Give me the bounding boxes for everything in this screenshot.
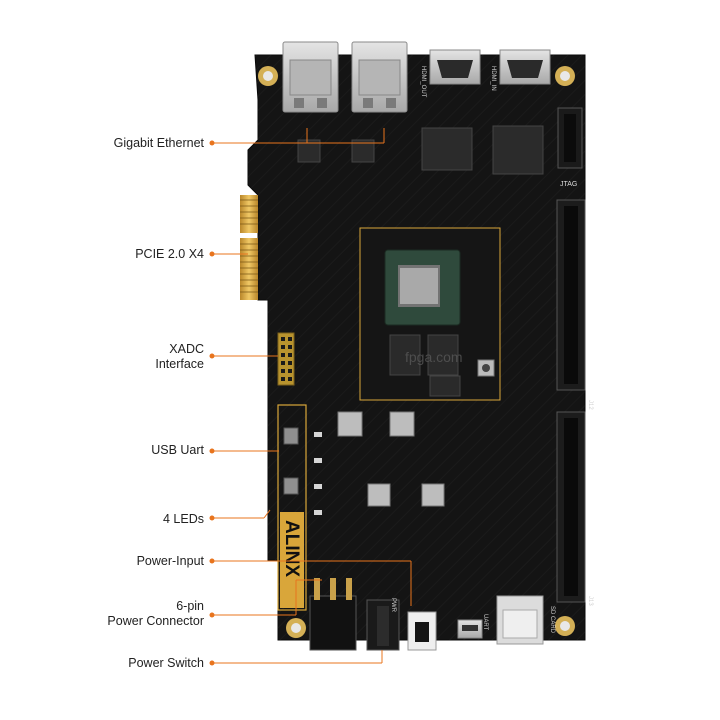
callout-power-input: Power-Input [137,554,204,569]
phy-ic-1 [297,139,321,163]
callout-gigabit-ethernet: Gigabit Ethernet [114,136,204,151]
hdmi-in-connector [499,49,551,85]
callout-text: USB Uart [151,443,204,457]
expansion-header-j12 [556,199,586,391]
ethernet-port-1 [282,41,339,113]
sd-card-slot [496,595,544,645]
callout-power-connector: 6-pin Power Connector [107,599,204,629]
callout-text: PCIE 2.0 X4 [135,247,204,261]
j12-label: J12 [587,400,593,410]
key-button-2 [283,477,299,495]
callout-xadc: XADC Interface [155,342,204,372]
callout-pcie: PCIE 2.0 X4 [135,247,204,262]
six-pin-power-connector [309,578,357,651]
expansion-header-j13 [556,411,586,603]
key-button-1 [283,427,299,445]
callout-text: Gigabit Ethernet [113,136,204,150]
callout-leader-lines [212,128,412,664]
callout-power-switch: Power Switch [128,656,204,671]
alinx-logo: ALINX [280,512,304,608]
watermark: fpga.com [405,349,463,365]
led-button-area [277,404,307,611]
callout-text: Power Connector [107,614,204,628]
callout-text: 4 LEDs [163,512,204,526]
callout-text: XADC [169,342,204,356]
callout-text: Power-Input [136,554,204,568]
hdmi-in-label: HDMI_IN [490,66,496,91]
uart-label: UART [482,614,488,631]
inductor-3 [367,483,391,507]
power-input-jack [407,611,437,651]
xadc-header [277,332,295,386]
alinx-logo-text: ALINX [281,520,302,577]
callout-text: Power Switch [128,656,204,670]
jtag-label: JTAG [560,181,577,188]
hdmi-ic-2 [492,125,544,175]
sd-card-label: SD CARD [549,606,555,634]
callout-text: Interface [155,357,204,371]
inductor-1 [337,411,363,437]
callout-usb-uart: USB Uart [151,443,204,458]
inductor-4 [421,483,445,507]
pcie-gold-fingers [240,195,258,300]
led-indicators [314,432,322,515]
power-switch [366,599,400,651]
phy-ic-2 [351,139,375,163]
hdmi-out-connector [429,49,481,85]
callout-text: 6-pin [176,599,204,613]
callout-dots [209,140,215,666]
hdmi-ic-1 [421,127,473,171]
callout-leds: 4 LEDs [163,512,204,527]
usb-uart-connector [457,619,483,639]
j13-label: J13 [587,596,593,606]
hdmi-out-label: HDMI_OUT [420,66,426,98]
pwr-label: PWR [390,598,396,613]
inductor-2 [389,411,415,437]
ethernet-port-2 [351,41,408,113]
core-module [359,227,501,401]
jtag-header [557,107,583,169]
